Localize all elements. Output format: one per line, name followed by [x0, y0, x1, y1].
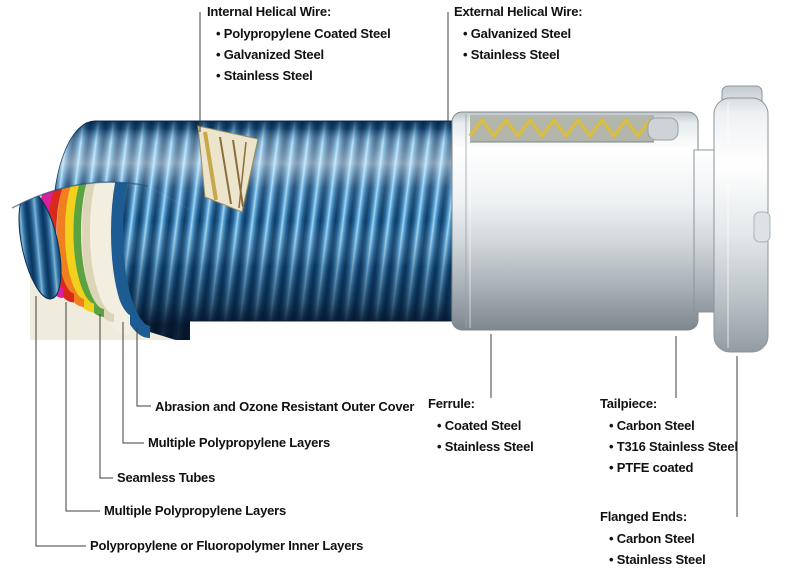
callout-item: Stainless Steel [207, 65, 391, 86]
callout-item: Galvanized Steel [207, 44, 391, 65]
callout-internal-helical-wire: Internal Helical Wire: Polypropylene Coa… [207, 3, 391, 86]
callout-item: PTFE coated [600, 457, 738, 478]
leader-poly-layers-1 [122, 322, 144, 444]
callout-item: T316 Stainless Steel [600, 436, 738, 457]
cutaway-edge-line [11, 181, 149, 209]
label-inner-layers: Polypropylene or Fluoropolymer Inner Lay… [90, 538, 364, 553]
leader-poly-layers-2 [65, 302, 100, 512]
ferrule [451, 111, 699, 331]
leader-inner-layers [35, 296, 86, 547]
callout-flanged-ends: Flanged Ends: Carbon Steel Stainless Ste… [600, 508, 706, 570]
callout-external-helical-wire: External Helical Wire: Galvanized Steel … [454, 3, 583, 65]
callout-item: Stainless Steel [428, 436, 534, 457]
external-wire-zigzag [468, 117, 652, 139]
callout-item: Carbon Steel [600, 528, 706, 549]
callout-title: Ferrule: [428, 396, 475, 411]
label-outer-cover: Abrasion and Ozone Resistant Outer Cover [155, 399, 415, 414]
callout-item: Polypropylene Coated Steel [207, 23, 391, 44]
callout-item: Carbon Steel [600, 415, 738, 436]
label-multiple-polypropylene-layers-1: Multiple Polypropylene Layers [148, 435, 331, 450]
label-seamless-tubes: Seamless Tubes [117, 470, 216, 485]
callout-item: Stainless Steel [454, 44, 582, 65]
callout-title: Tailpiece: [600, 396, 658, 411]
callout-item: Stainless Steel [600, 549, 706, 570]
leader-seamless-tubes [99, 314, 113, 479]
callout-ferrule: Ferrule: Coated Steel Stainless Steel [428, 395, 534, 457]
flange [713, 85, 771, 353]
callout-title: External Helical Wire: [454, 4, 583, 19]
wire-end-cap [647, 117, 679, 141]
label-multiple-polypropylene-layers-2: Multiple Polypropylene Layers [104, 503, 287, 518]
external-wire-band [468, 115, 679, 143]
internal-wire-cutaway [197, 125, 259, 213]
layer-cutaway [18, 182, 190, 340]
layer-white-fabric [89, 182, 132, 335]
callout-item: Galvanized Steel [454, 23, 582, 44]
callout-title: Flanged Ends: [600, 509, 687, 524]
callout-item: Coated Steel [428, 415, 534, 436]
callout-tailpiece: Tailpiece: Carbon Steel T316 Stainless S… [600, 395, 738, 478]
leader-outer-cover [136, 328, 151, 407]
layer-outer-cover-edge [111, 182, 151, 338]
flange-notch [753, 211, 771, 243]
callout-title: Internal Helical Wire: [207, 4, 332, 19]
